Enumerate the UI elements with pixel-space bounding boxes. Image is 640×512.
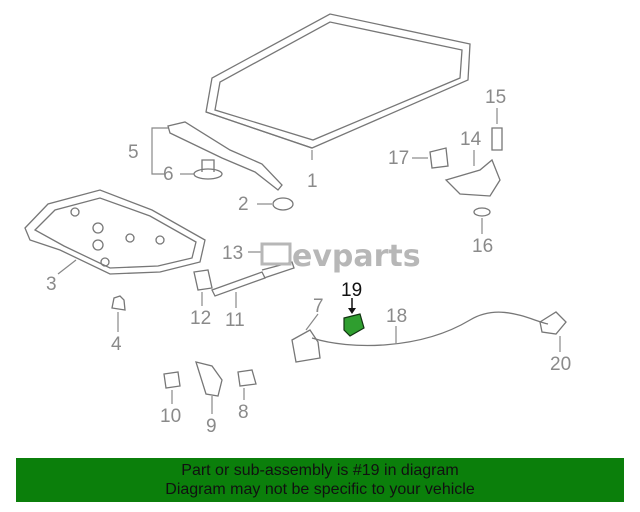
release-handle-part	[539, 311, 567, 335]
clip-part-6	[193, 159, 223, 180]
callout-2: 2	[238, 194, 249, 215]
callout-14: 14	[460, 129, 482, 150]
watermark: evparts	[292, 239, 421, 274]
callout-8: 8	[238, 402, 249, 423]
engine-under-cover-part	[24, 189, 206, 275]
bolt-part-15	[491, 127, 503, 151]
washer-part-16	[473, 207, 491, 217]
callout-20: 20	[550, 354, 571, 375]
callout-3: 3	[46, 274, 57, 295]
grommet-part-2	[272, 197, 294, 211]
hood-support-strut-part	[211, 261, 295, 297]
banner-line-1: Part or sub-assembly is #19 in diagram	[181, 462, 459, 479]
watermark-logo-icon	[260, 242, 292, 266]
bracket-part-12	[193, 269, 213, 291]
clip-part-4	[111, 295, 126, 332]
callout-6: 6	[163, 164, 174, 185]
callout-12: 12	[190, 308, 211, 329]
bracket-part-9	[195, 361, 223, 397]
bracket-part-17	[429, 147, 449, 169]
callout-7: 7	[313, 296, 324, 317]
callout-17: 17	[388, 148, 409, 169]
release-cable-part	[311, 311, 549, 347]
callout-11: 11	[225, 310, 245, 331]
hinge-part-14	[444, 158, 501, 197]
hood-seal-part	[167, 121, 283, 191]
leader-7	[305, 313, 319, 331]
callout-1: 1	[307, 171, 318, 192]
callout-13: 13	[222, 243, 243, 264]
hood-part	[205, 13, 471, 149]
highlighted-clamp-part-19	[343, 313, 365, 337]
info-banner: Part or sub-assembly is #19 in diagram D…	[16, 458, 624, 502]
callout-5: 5	[128, 142, 139, 163]
arrow-19-icon	[348, 308, 356, 314]
bolt-part-10	[163, 371, 181, 389]
callout-16: 16	[472, 236, 493, 257]
callout-18: 18	[386, 306, 407, 327]
callout-9: 9	[206, 416, 217, 437]
hood-lock-part	[291, 329, 321, 363]
callout-15: 15	[485, 87, 506, 108]
callout-4: 4	[111, 334, 122, 355]
leader-3	[57, 259, 77, 275]
callout-19: 19	[341, 280, 362, 301]
bolt-part-8	[237, 369, 257, 387]
banner-line-2: Diagram may not be specific to your vehi…	[165, 481, 475, 498]
callout-10: 10	[160, 406, 181, 427]
leader-5	[151, 127, 168, 175]
